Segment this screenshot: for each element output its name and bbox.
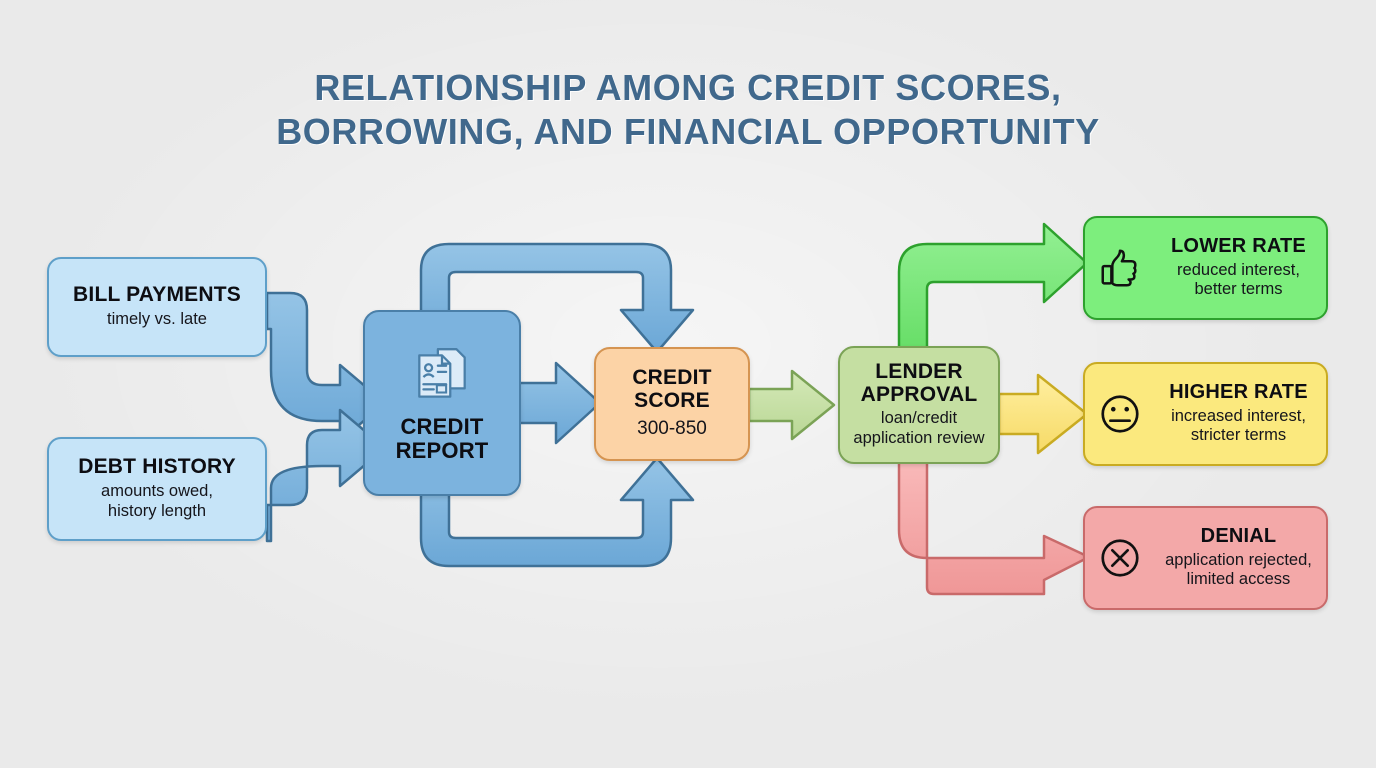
connector-lender-to-lower-rate [897, 222, 1089, 350]
connector-score-to-lender [747, 369, 836, 441]
node-debt-history[interactable]: DEBT HISTORY amounts owed, history lengt… [47, 437, 267, 541]
debt-history-subtitle-line-2: history length [107, 501, 207, 520]
connector-lender-to-denial [897, 460, 1091, 596]
credit-score-range: 300-850 [637, 417, 707, 439]
circle-x-icon [1097, 535, 1143, 581]
credit-report-title-line-2: REPORT [395, 438, 489, 463]
credit-report-title-line-1: CREDIT [400, 414, 484, 440]
node-lender-approval[interactable]: LENDER APPROVAL loan/credit application … [838, 346, 1000, 464]
lower-rate-title: LOWER RATE [1171, 234, 1306, 257]
node-credit-report[interactable]: CREDIT REPORT [363, 310, 521, 496]
lower-rate-subtitle-line-1: reduced interest, [1177, 260, 1300, 279]
connector-report-to-score [517, 361, 602, 445]
higher-rate-title: HIGHER RATE [1169, 380, 1308, 403]
node-bill-payments[interactable]: BILL PAYMENTS timely vs. late [47, 257, 267, 357]
connector-report-to-score-top-loop [419, 242, 695, 354]
credit-score-title-line-2: SCORE [634, 389, 710, 413]
node-credit-score[interactable]: CREDIT SCORE 300-850 [594, 347, 750, 461]
thumbs-up-icon [1097, 245, 1143, 291]
connector-debt-to-report [265, 408, 387, 543]
node-denial[interactable]: DENIAL application rejected, limited acc… [1083, 506, 1328, 610]
lender-approval-title-line-1: LENDER [875, 360, 963, 384]
lender-approval-subtitle-line-2: application review [853, 429, 985, 448]
connector-bill-to-report [265, 291, 387, 443]
debt-history-title: DEBT HISTORY [78, 455, 236, 479]
title-line-1: RELATIONSHIP AMONG CREDIT SCORES, [314, 67, 1062, 108]
debt-history-subtitle-line-1: amounts owed, [101, 482, 213, 501]
connector-report-to-score-bottom-loop [419, 456, 695, 568]
higher-rate-subtitle-line-1: increased interest, [1171, 406, 1306, 425]
neutral-face-icon [1097, 391, 1143, 437]
higher-rate-subtitle-line-2: stricter terms [1190, 426, 1287, 445]
lender-approval-title-line-2: APPROVAL [860, 382, 978, 406]
lender-approval-subtitle-line-1: loan/credit [880, 409, 958, 428]
credit-score-title-line-1: CREDIT [632, 366, 712, 390]
node-lower-rate[interactable]: LOWER RATE reduced interest, better term… [1083, 216, 1328, 320]
document-person-icon [409, 343, 475, 409]
title-line-2: BORROWING, AND FINANCIAL OPPORTUNITY [276, 111, 1100, 152]
denial-subtitle-line-1: application rejected, [1165, 550, 1312, 569]
denial-subtitle-line-2: limited access [1186, 570, 1291, 589]
connector-lender-to-higher-rate [997, 373, 1089, 455]
denial-title: DENIAL [1200, 524, 1277, 547]
lower-rate-subtitle-line-2: better terms [1194, 280, 1283, 299]
page-title: RELATIONSHIP AMONG CREDIT SCORES, BORROW… [0, 66, 1376, 154]
bill-payments-subtitle: timely vs. late [107, 309, 207, 328]
bill-payments-title: BILL PAYMENTS [73, 283, 241, 307]
node-higher-rate[interactable]: HIGHER RATE increased interest, stricter… [1083, 362, 1328, 466]
